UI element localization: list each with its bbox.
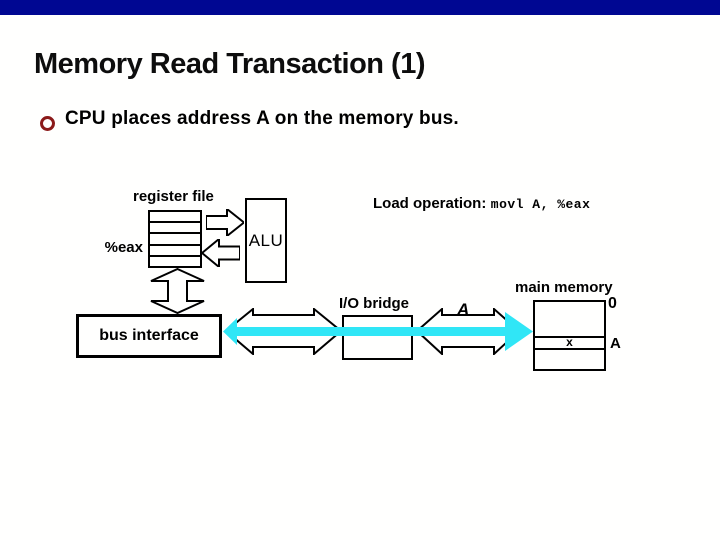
alu-label: ALU xyxy=(248,230,284,250)
memory-cell-divider xyxy=(535,336,604,338)
arrow-shape xyxy=(202,239,240,267)
memory-address-top-label: 0 xyxy=(608,295,617,312)
io-bridge-label: I/O bridge xyxy=(339,295,410,312)
arrow-alu-to-regfile-icon xyxy=(202,239,240,267)
register-file-row xyxy=(150,212,200,221)
memory-cell-address-label: A xyxy=(610,335,621,352)
register-file-row xyxy=(150,254,200,266)
arrow-regfile-businterface-icon xyxy=(150,268,205,314)
main-memory-box: x xyxy=(533,300,606,371)
top-accent-bar xyxy=(0,0,720,15)
load-operation-code: movl A, %eax xyxy=(490,197,591,212)
register-file-box xyxy=(148,210,202,268)
alu-box: ALU xyxy=(245,198,287,283)
register-file-row xyxy=(150,232,200,243)
arrow-shape xyxy=(223,312,533,351)
memory-cell-value: x xyxy=(566,335,573,349)
arrow-shape xyxy=(150,268,205,314)
load-operation-label: Load operation: xyxy=(373,195,487,212)
bus-interface-label: bus interface xyxy=(99,327,199,344)
address-flow-arrow-icon xyxy=(223,312,533,351)
register-file-row xyxy=(150,221,200,232)
bullet-text: CPU places address A on the memory bus. xyxy=(65,108,459,129)
register-file-label: register file xyxy=(133,188,214,205)
register-file-row xyxy=(150,243,200,255)
memory-cell-divider xyxy=(535,348,604,350)
load-operation-caption: Load operation: movl A, %eax xyxy=(373,195,590,213)
io-bridge-box xyxy=(342,315,413,360)
bus-address-label: A xyxy=(457,300,470,319)
arrow-regfile-to-alu-icon xyxy=(206,209,244,236)
arrow-shape xyxy=(206,209,244,236)
eax-register-label: %eax xyxy=(104,239,143,256)
bullet-circle-icon xyxy=(40,116,55,131)
main-memory-label: main memory xyxy=(515,279,613,296)
bus-interface-box: bus interface xyxy=(76,314,222,358)
page-title: Memory Read Transaction (1) xyxy=(34,48,426,80)
